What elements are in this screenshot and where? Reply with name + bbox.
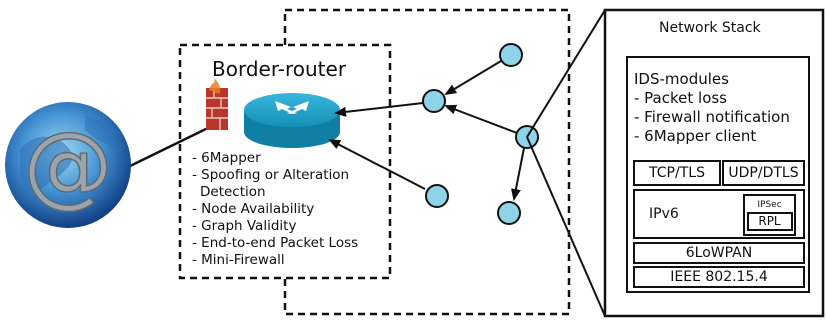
- routing-arrows: [328, 60, 525, 201]
- border-router-box: [178, 43, 392, 280]
- tcp-tls-label: TCP/TLS: [649, 165, 705, 181]
- zoom-line: [526, 136, 606, 317]
- feature-item: Detection: [200, 184, 266, 200]
- ids-module-item: - 6Mapper client: [634, 127, 757, 145]
- ipsec-rpl-group: IPSec RPL: [743, 194, 796, 236]
- ids-module-item: - Packet loss: [634, 89, 727, 107]
- network-region: [283, 8, 571, 316]
- ipv6-label: IPv6: [649, 206, 679, 222]
- ids-modules-block: IDS-modules - Packet loss - Firewall not…: [634, 70, 790, 146]
- udp-dtls-label: UDP/DTLS: [728, 165, 799, 181]
- ids-modules-title: IDS-modules: [634, 70, 729, 88]
- sensor-nodes: [422, 43, 539, 225]
- zoom-line: [526, 9, 606, 138]
- ieee-label: IEEE 802.15.4: [670, 269, 768, 285]
- internet-globe-icon: @: [5, 102, 131, 228]
- feature-item: - End-to-end Packet Loss: [192, 235, 359, 251]
- internet-link: [127, 125, 211, 169]
- firewall-icon: [206, 78, 228, 130]
- feature-item: - 6Mapper: [192, 150, 261, 166]
- sensor-node: [497, 201, 521, 225]
- ipsec-label: IPSec: [757, 200, 782, 210]
- feature-item: - Graph Validity: [192, 218, 297, 234]
- border-router-feature-list: - 6Mapper - Spoofing or Alteration Detec…: [192, 150, 358, 269]
- sensor-node: [425, 184, 449, 208]
- feature-item: - Mini-Firewall: [192, 252, 285, 268]
- border-router-title: Border-router: [212, 57, 347, 81]
- ieee-802154-layer: IEEE 802.15.4: [633, 266, 805, 288]
- tcp-tls-layer: TCP/TLS: [633, 160, 721, 186]
- feature-item: - Node Availability: [192, 201, 315, 217]
- 6lowpan-layer: 6LoWPAN: [633, 242, 805, 264]
- 6lowpan-label: 6LoWPAN: [685, 245, 753, 261]
- udp-dtls-layer: UDP/DTLS: [722, 160, 805, 186]
- feature-item: - Spoofing or Alteration: [192, 167, 350, 183]
- network-stack-title: Network Stack: [659, 20, 761, 36]
- sensor-node: [422, 89, 446, 113]
- sensor-node: [499, 43, 523, 67]
- rpl-box: RPL: [746, 212, 793, 231]
- ids-module-item: - Firewall notification: [634, 108, 790, 126]
- at-symbol: @: [23, 113, 113, 218]
- router-icon: [244, 93, 340, 148]
